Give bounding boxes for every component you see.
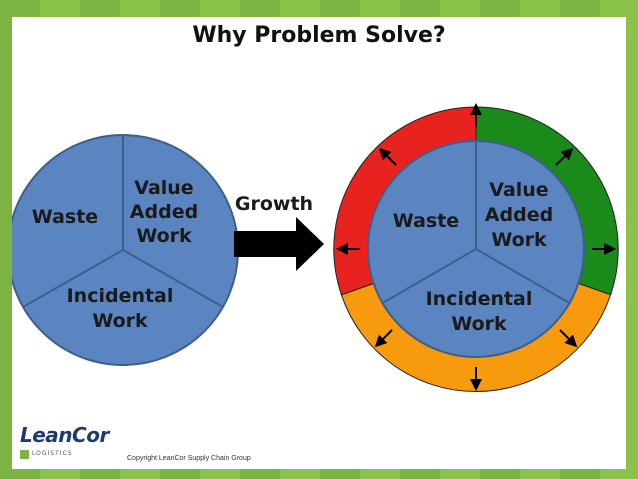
arrow-down-right-icon	[559, 329, 578, 348]
arrow-down-left-icon	[374, 329, 393, 348]
left-pie-divider-right	[122, 249, 224, 308]
diagram: Waste Value Added Work Incidental Work G…	[12, 103, 619, 393]
right-pie-divider-right	[475, 248, 571, 304]
left-incidental-label-1: Incidental	[67, 285, 174, 307]
right-value-label-3: Work	[491, 229, 547, 251]
right-pie-divider-left	[381, 248, 477, 304]
left-value-label-2: Added	[130, 201, 198, 223]
growth-arrow-shape	[234, 217, 324, 271]
right-pie: Waste Value Added Work Incidental Work	[333, 103, 619, 393]
logo-badge-icon	[20, 450, 29, 459]
right-incidental-label-1: Incidental	[426, 288, 533, 310]
left-waste-label: Waste	[32, 206, 98, 228]
growth-label: Growth	[235, 193, 313, 215]
left-pie-divider-left	[22, 249, 124, 308]
left-incidental-label-2: Work	[92, 310, 148, 332]
left-value-label-1: Value	[134, 177, 193, 199]
leancor-logo: LeanCor LOGISTICS	[20, 423, 130, 463]
copyright-text: Copyright LeanCor Supply Chain Group	[127, 455, 251, 462]
right-incidental-label-2: Work	[451, 313, 507, 335]
arrow-up-left-icon	[378, 147, 397, 166]
arrow-up-right-icon	[555, 147, 574, 166]
right-value-label-2: Added	[485, 204, 553, 226]
growth-arrow: Growth	[234, 193, 324, 271]
expansion-arrows	[336, 103, 616, 391]
logo-sub: LOGISTICS	[32, 450, 73, 457]
left-pie: Waste Value Added Work Incidental Work	[12, 134, 239, 366]
slide: Why Problem Solve? Waste Value Added Wor…	[12, 17, 626, 469]
right-waste-label: Waste	[393, 210, 459, 232]
logo-text: LeanCor	[20, 423, 109, 447]
right-value-label-1: Value	[489, 179, 548, 201]
slide-title: Why Problem Solve?	[192, 23, 446, 48]
left-value-label-3: Work	[136, 225, 192, 247]
